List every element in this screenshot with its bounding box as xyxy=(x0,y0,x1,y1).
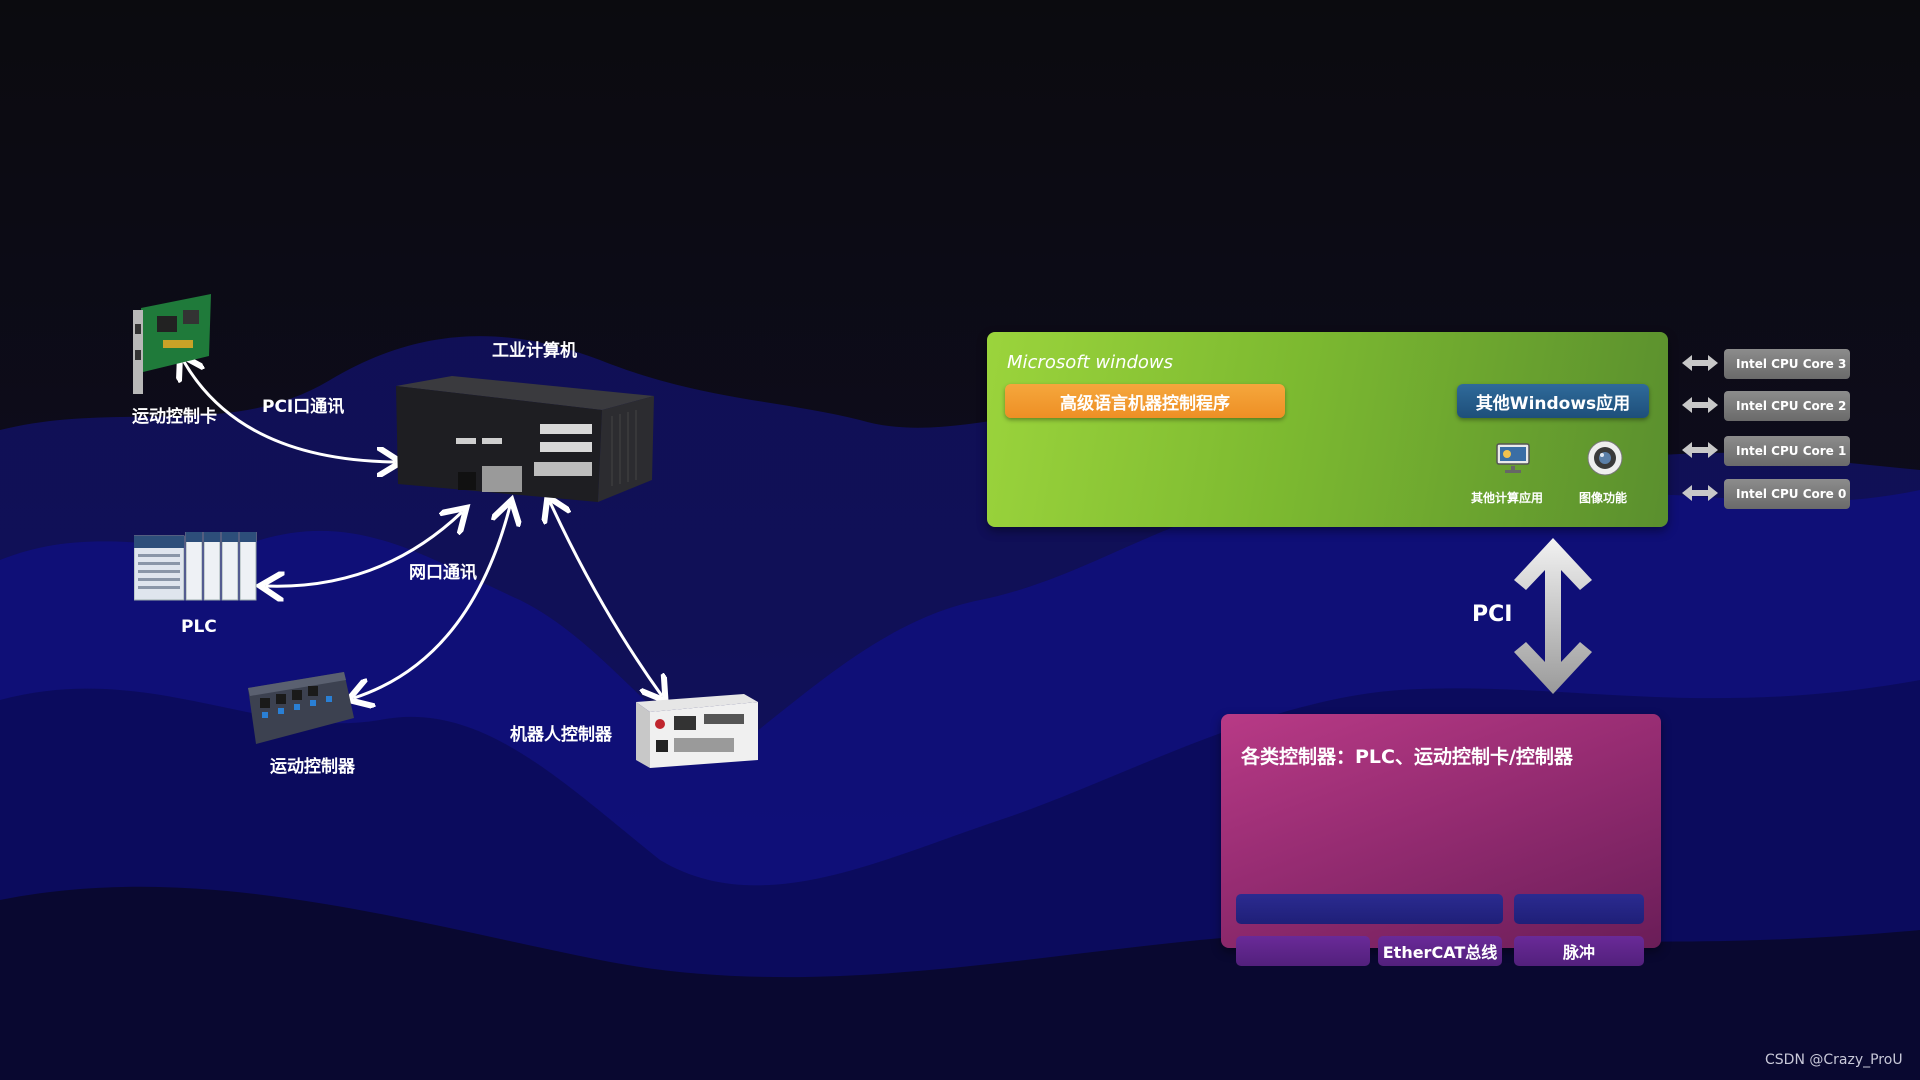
bus-label-blank xyxy=(1236,936,1370,966)
pci-comm-label: PCI口通讯 xyxy=(262,397,345,417)
pulse-label: 脉冲 xyxy=(1514,936,1644,966)
camera-lens-icon xyxy=(1587,440,1623,476)
controllers-box: 各类控制器：PLC、运动控制卡/控制器 xyxy=(1221,714,1661,948)
cpu-core-3: Intel CPU Core 3 xyxy=(1724,349,1850,379)
industrial-pc-label: 工业计算机 xyxy=(492,341,577,361)
controllers-title: 各类控制器：PLC、运动控制卡/控制器 xyxy=(1241,746,1573,768)
cpu-core-1: Intel CPU Core 1 xyxy=(1724,436,1850,466)
credit-watermark: CSDN @Crazy_ProU xyxy=(1765,1052,1903,1068)
motion-card-image xyxy=(133,294,211,394)
motion-controller-arrow xyxy=(354,506,510,698)
pci-arrow xyxy=(183,360,395,462)
compute-app-label: 其他计算应用 xyxy=(1471,491,1544,505)
pci-double-arrow xyxy=(1514,538,1592,694)
pci-label: PCI xyxy=(1472,602,1513,627)
robot-controller-label: 机器人控制器 xyxy=(510,725,612,745)
bus-bar-left xyxy=(1236,894,1503,924)
net-comm-label: 网口通讯 xyxy=(409,563,477,583)
ethercat-label: EtherCAT总线 xyxy=(1378,936,1502,966)
cpu-core-2: Intel CPU Core 2 xyxy=(1724,391,1850,421)
bus-bar-right xyxy=(1514,894,1644,924)
other-windows-apps-button[interactable]: 其他Windows应用 xyxy=(1457,384,1649,418)
cpu-core-0: Intel CPU Core 0 xyxy=(1724,479,1850,509)
windows-box: Microsoft windows 高级语言机器控制程序 其他Windows应用… xyxy=(987,332,1668,527)
image-func-label: 图像功能 xyxy=(1579,491,1628,505)
monitor-icon xyxy=(1496,443,1530,473)
motion-card-label: 运动控制卡 xyxy=(132,407,217,427)
motion-controller-image xyxy=(248,672,354,744)
windows-title: Microsoft windows xyxy=(1007,352,1174,373)
robot-controller-image xyxy=(636,694,758,768)
control-program-button[interactable]: 高级语言机器控制程序 xyxy=(1005,384,1285,418)
plc-image xyxy=(134,532,257,601)
industrial-pc-image xyxy=(396,376,654,502)
plc-label: PLC xyxy=(181,617,217,637)
motion-controller-label: 运动控制器 xyxy=(270,757,355,777)
robot-controller-arrow xyxy=(550,502,662,696)
